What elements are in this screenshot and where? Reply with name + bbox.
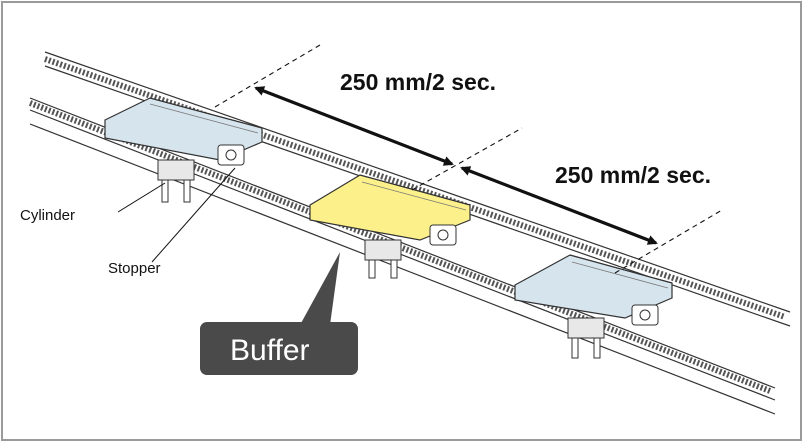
leader-lines <box>117 167 236 263</box>
cylinder-buffer <box>364 239 402 279</box>
distance-label-1: 250 mm/2 sec. <box>340 69 496 95</box>
cylinder-label: Cylinder <box>20 207 75 224</box>
dimension-arrow-2 <box>460 166 658 245</box>
stopper-left <box>217 144 245 166</box>
pallet-right <box>514 254 673 359</box>
buffer-callout <box>200 252 358 375</box>
stopper-right <box>631 304 659 326</box>
stopper-buffer <box>429 224 457 246</box>
cylinder-left <box>157 159 195 203</box>
cylinder-right <box>567 317 605 359</box>
stopper-label: Stopper <box>108 260 161 277</box>
dimension-arrows <box>254 86 658 245</box>
buffer-label: Buffer <box>230 334 310 367</box>
distance-label-2: 250 mm/2 sec. <box>555 162 711 188</box>
pallet-buffer <box>309 174 471 279</box>
dimension-reference-lines <box>214 44 723 274</box>
dimension-arrow-1 <box>254 86 454 166</box>
